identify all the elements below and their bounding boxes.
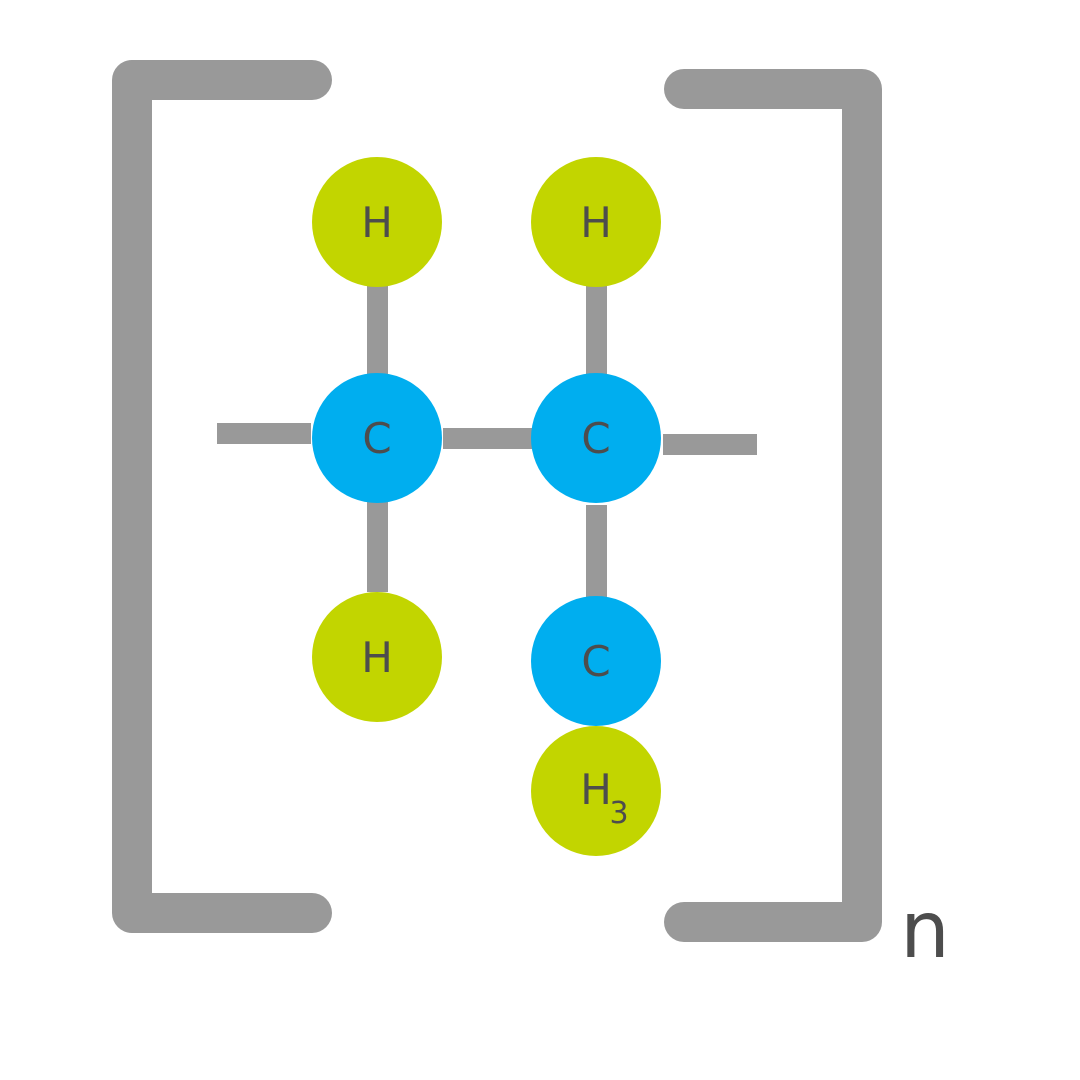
atom-label: C [362,414,391,463]
bond-c-right-c-methyl [586,505,607,597]
subscript-label: 3 [609,796,628,831]
carbon-left: C [312,373,442,503]
bond-left-chain [217,423,311,444]
atom-label: H [361,633,393,682]
hydrogen-top-right: H [531,157,661,287]
right-bracket [664,69,882,942]
hydrogen-methyl: H 3 [531,726,661,856]
bond-c-left-h-top [367,284,388,376]
bond-c-left-h-bottom [367,502,388,592]
atom-label: H [580,765,612,814]
atom-label: H [580,198,612,247]
atom-label: C [581,414,610,463]
carbon-right: C [531,373,661,503]
bond-right-chain [663,434,757,455]
atom-label: C [581,637,610,686]
bonds [217,284,757,597]
repeat-unit-label: n [900,886,949,976]
atom-label: H [361,198,393,247]
hydrogen-bottom-left: H [312,592,442,722]
hydrogen-top-left: H [312,157,442,287]
bond-c-c [443,428,533,449]
carbon-methyl: C [531,596,661,726]
bond-c-right-h-top [586,284,607,376]
left-bracket [112,60,332,933]
